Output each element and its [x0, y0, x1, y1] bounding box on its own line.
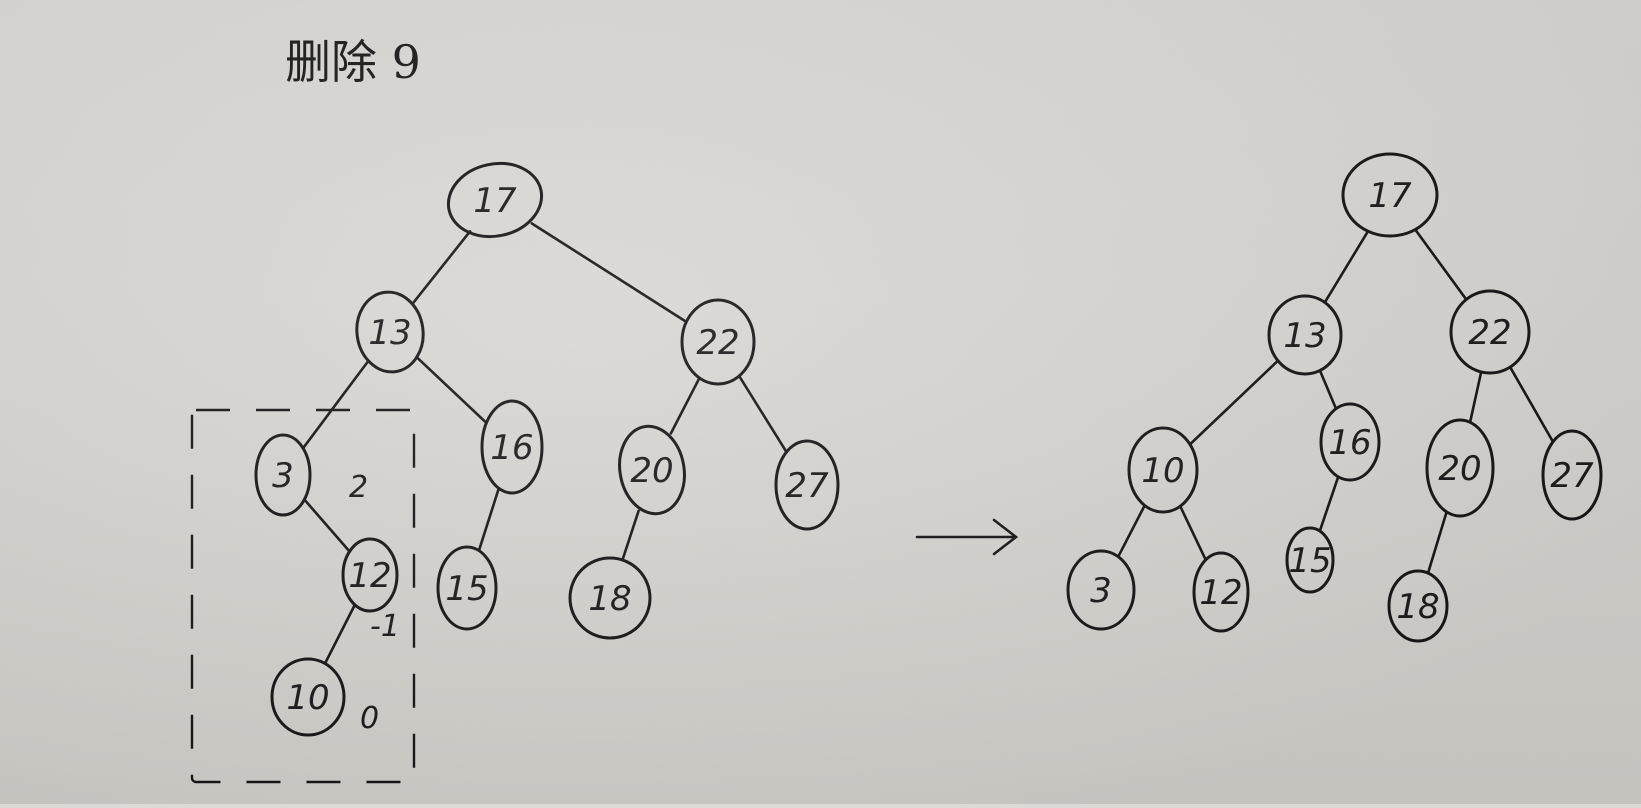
- right-edge-13-16: [1318, 369, 1338, 410]
- left-node-18-circle: [568, 556, 652, 640]
- right-edge-17-22: [1414, 228, 1468, 301]
- left-node-13: 13: [355, 290, 425, 374]
- left-edge-3-12: [303, 498, 351, 553]
- left-node-27: 27: [774, 439, 840, 531]
- left-node-22-label: 22: [696, 323, 739, 363]
- balance-note-12: -1: [370, 609, 400, 644]
- right-node-10: 10: [1127, 426, 1199, 514]
- right-node-15-circle: [1285, 526, 1335, 594]
- left-node-16-label: 16: [490, 428, 533, 468]
- left-edge-16-15: [477, 487, 500, 552]
- left-node-13-label: 13: [368, 313, 411, 353]
- left-node-10-label: 10: [286, 678, 329, 718]
- left-node-17-label: 17: [473, 181, 517, 221]
- right-node-16: 16: [1319, 402, 1381, 482]
- left-node-20: 20: [618, 424, 686, 516]
- left-edge-20-18: [621, 509, 640, 561]
- right-node-20-circle: [1425, 418, 1495, 518]
- left-edge-22-20: [669, 377, 701, 435]
- left-node-20-circle: [618, 424, 686, 516]
- left-node-12: 12: [341, 537, 399, 613]
- right-edge-22-27: [1509, 366, 1554, 443]
- left-edge-17-13: [412, 230, 472, 304]
- left-node-18: 18: [568, 556, 652, 640]
- balance-note-10: 0: [360, 701, 379, 736]
- left-node-18-label: 18: [588, 579, 631, 619]
- right-node-12-label: 12: [1199, 573, 1242, 613]
- left-node-15-circle: [436, 545, 498, 631]
- transform-arrow: [915, 518, 1019, 556]
- right-node-27-circle: [1541, 429, 1603, 521]
- left-node-10: 10: [270, 657, 346, 737]
- right-edge-10-3: [1117, 504, 1146, 558]
- right-node-3-circle: [1066, 549, 1136, 631]
- right-node-17-circle: [1341, 152, 1439, 238]
- left-node-16: 16: [480, 399, 544, 495]
- left-tree-before-rotation: 17 13 22 3 16 20 27 12 15 18 10 2 -1 0: [254, 161, 840, 737]
- left-node-22: 22: [680, 298, 756, 386]
- left-node-27-circle: [774, 439, 840, 531]
- right-node-18-circle: [1387, 569, 1449, 643]
- left-node-3: 3: [254, 433, 312, 517]
- left-edge-22-27: [738, 375, 788, 453]
- right-node-22-label: 22: [1468, 313, 1511, 353]
- left-node-10-circle: [270, 657, 346, 737]
- right-node-17-label: 17: [1368, 176, 1412, 216]
- right-node-16-circle: [1319, 402, 1381, 482]
- right-node-15: 15: [1285, 526, 1335, 594]
- left-node-17: 17: [446, 161, 544, 239]
- left-node-17-circle: [446, 161, 544, 239]
- right-edge-16-15: [1318, 476, 1340, 532]
- right-node-12-circle: [1192, 551, 1250, 633]
- right-node-22: 22: [1449, 289, 1531, 375]
- right-node-13-label: 13: [1283, 316, 1326, 356]
- right-edge-22-20: [1468, 371, 1483, 423]
- unbalanced-subtree-dashed-box: [190, 408, 416, 784]
- right-edge-17-13: [1323, 230, 1369, 304]
- right-node-15-label: 15: [1288, 541, 1331, 581]
- right-node-16-label: 16: [1328, 423, 1371, 463]
- right-node-20: 20: [1425, 418, 1495, 518]
- right-node-17: 17: [1341, 152, 1439, 238]
- left-node-15-label: 15: [445, 569, 488, 609]
- right-edge-10-12: [1179, 505, 1207, 561]
- right-node-13-circle: [1267, 294, 1343, 376]
- left-node-12-label: 12: [348, 556, 391, 596]
- left-node-3-circle: [254, 433, 312, 517]
- left-node-3-label: 3: [272, 456, 294, 496]
- right-edge-13-10: [1189, 359, 1279, 446]
- left-edge-13-16: [415, 355, 488, 424]
- left-node-27-label: 27: [785, 466, 829, 506]
- left-node-12-circle: [341, 537, 399, 613]
- left-node-20-label: 20: [630, 451, 673, 491]
- left-edge-12-10: [324, 604, 356, 665]
- right-node-18: 18: [1387, 569, 1449, 643]
- right-node-13: 13: [1267, 294, 1343, 376]
- balance-note-3: 2: [349, 470, 368, 505]
- right-edge-20-18: [1426, 511, 1448, 574]
- right-tree-after-rotation: 17 13 22 10 16 20 27 3 12 15 18: [1066, 152, 1603, 643]
- diagram-title: 删除 9: [285, 35, 421, 89]
- right-node-27-label: 27: [1550, 456, 1594, 496]
- left-edge-13-3: [302, 360, 369, 449]
- right-node-22-circle: [1449, 289, 1531, 375]
- left-node-15: 15: [436, 545, 498, 631]
- right-node-10-circle: [1127, 426, 1199, 514]
- right-node-10-label: 10: [1141, 451, 1184, 491]
- right-node-3-label: 3: [1090, 571, 1112, 611]
- right-node-12: 12: [1192, 551, 1250, 633]
- right-node-3: 3: [1066, 549, 1136, 631]
- left-node-16-circle: [480, 399, 544, 495]
- left-edge-17-22: [530, 222, 688, 323]
- right-node-27: 27: [1541, 429, 1603, 521]
- left-node-22-circle: [680, 298, 756, 386]
- left-node-13-circle: [355, 290, 425, 374]
- right-node-18-label: 18: [1396, 587, 1439, 627]
- right-node-20-label: 20: [1438, 449, 1481, 489]
